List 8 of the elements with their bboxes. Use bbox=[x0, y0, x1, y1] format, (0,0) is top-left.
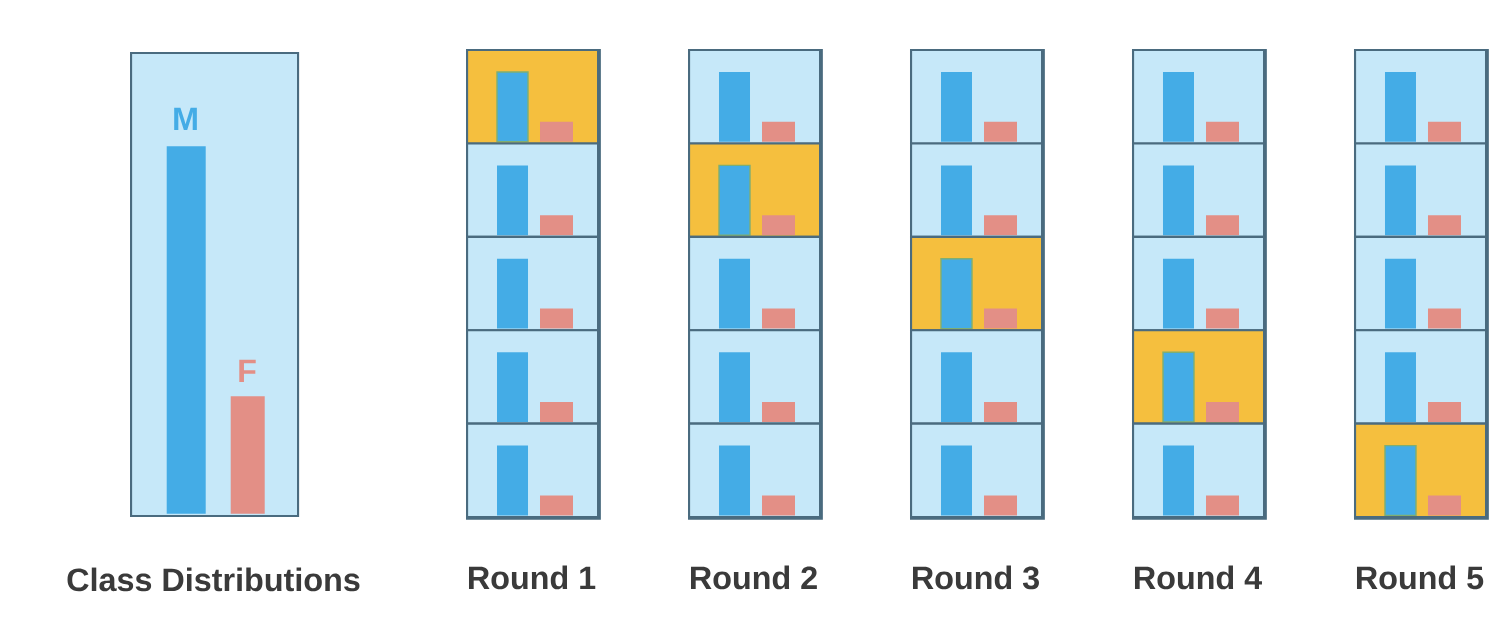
node-label: Round 2 bbox=[691, 565, 817, 590]
bar-label: M bbox=[174, 107, 197, 130]
node-label: Round 4 bbox=[1135, 565, 1262, 590]
node-label: Round 1 bbox=[469, 565, 596, 590]
node-label: Round 3 bbox=[913, 565, 1039, 590]
node-label: Class Distributions bbox=[67, 567, 360, 592]
node-label: Round 5 bbox=[1357, 565, 1484, 590]
bar-label: F bbox=[239, 359, 256, 382]
